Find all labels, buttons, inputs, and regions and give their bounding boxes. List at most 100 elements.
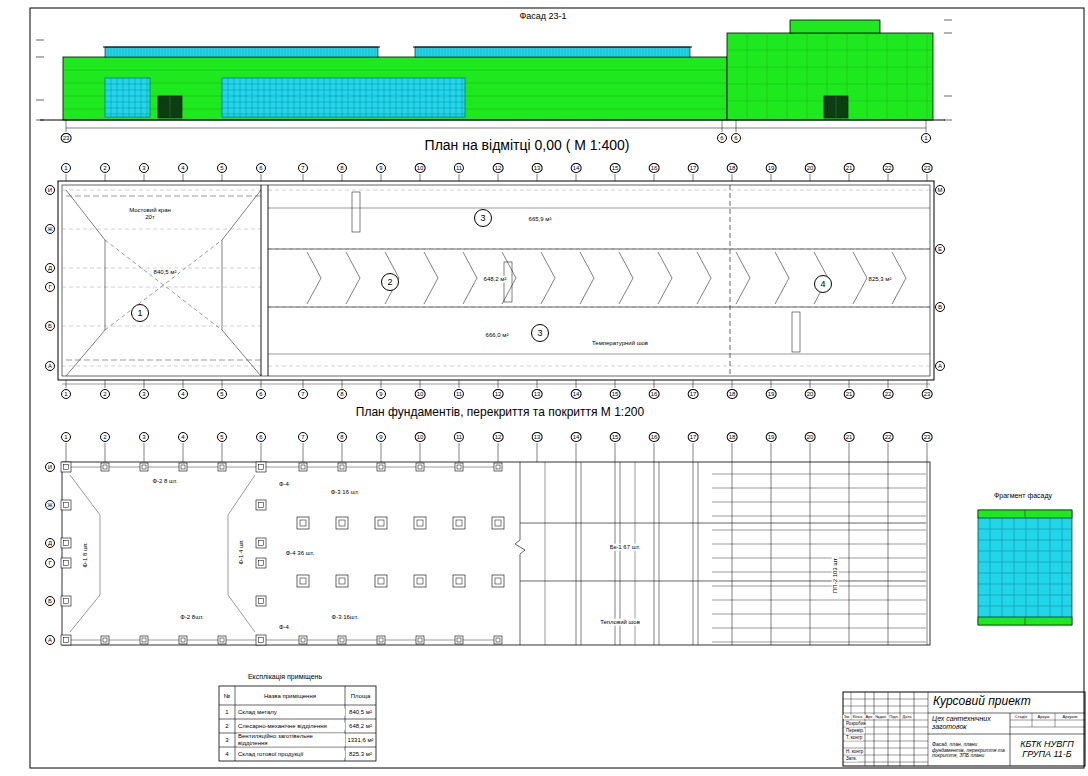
axis-line [576, 443, 577, 462]
foundation [256, 635, 266, 645]
axis-bubble: 23 [922, 389, 933, 399]
outer-wall [58, 181, 934, 380]
title-block-rule [928, 734, 1085, 735]
axis-line [927, 443, 928, 462]
slab-joint [927, 462, 928, 645]
axis-bubble: 8 [337, 163, 347, 173]
axis-bubble: 22 [883, 163, 894, 173]
lantern-mullion [544, 48, 545, 56]
axis-line [849, 174, 850, 181]
table-cell: 1331,6 м² [346, 737, 374, 744]
lantern-mullion [210, 48, 211, 56]
axis-bubble: 4 [178, 163, 188, 173]
lantern-mullion [667, 48, 668, 56]
lantern-mullion [646, 48, 647, 56]
axis-line [888, 174, 889, 181]
lantern-mullion [547, 48, 548, 56]
wall [268, 185, 269, 376]
title-block-rule [843, 699, 928, 700]
slab-mark: Бк-1 67 шт. [609, 544, 641, 551]
lantern-mullion [526, 48, 527, 56]
lantern-mullion [162, 48, 163, 56]
lantern-mullion [628, 48, 629, 56]
column [220, 638, 224, 642]
gate-leaf [170, 96, 171, 118]
lantern-mullion [246, 48, 247, 56]
window-transom [222, 96, 465, 97]
axis-line [771, 174, 772, 181]
lantern-mullion [369, 48, 370, 56]
level-mark [36, 120, 44, 121]
axis-bubble: 23 [922, 432, 933, 442]
lantern-roof [103, 46, 380, 47]
lantern-mullion [568, 48, 569, 56]
title-block-rule [1032, 713, 1033, 727]
axis-bubble: 23 [61, 133, 72, 143]
lantern-mullion [475, 48, 476, 56]
axis-line [261, 174, 262, 181]
axis-bubble: 12 [493, 432, 504, 442]
crane-track [66, 360, 261, 361]
lantern-mullion [535, 48, 536, 56]
lantern-mullion [309, 48, 310, 56]
lantern-mullion [138, 48, 139, 56]
lantern-mullion [156, 48, 157, 56]
axis-line [183, 443, 184, 462]
window-transom [105, 84, 150, 85]
axis-bubble: И [45, 462, 55, 472]
lantern-mullion [321, 48, 322, 56]
lantern-mullion [577, 48, 578, 56]
lantern-mullion [204, 48, 205, 56]
slab-joint [712, 488, 926, 489]
lantern-mullion [297, 48, 298, 56]
foundation [492, 575, 504, 587]
axis-bubble: 9 [376, 163, 386, 173]
axis-bubble: 15 [610, 389, 621, 399]
axis-line [381, 443, 382, 462]
lantern-mullion [303, 48, 304, 56]
sheet-frame [30, 8, 1084, 768]
table-cell: Склад готової продукції [237, 751, 345, 758]
column [496, 465, 500, 469]
axis-line [576, 174, 577, 181]
lantern-mullion [171, 48, 172, 56]
skylight-slope [697, 252, 711, 304]
table-frame [219, 686, 376, 761]
slab-joint [712, 600, 926, 601]
dimension-line [62, 384, 930, 385]
lantern-mullion [580, 48, 581, 56]
column [378, 520, 384, 526]
slab-joint [698, 462, 699, 645]
skylight-slope [307, 252, 321, 304]
foundation [256, 596, 266, 606]
axis-bubble: 18 [727, 432, 738, 442]
foundation [101, 463, 109, 471]
lantern-mullion [327, 48, 328, 56]
column [103, 638, 107, 642]
panel-joint [787, 33, 788, 120]
axis-line [183, 174, 184, 181]
skylight-slope [853, 252, 867, 304]
axis-line [144, 443, 145, 462]
window-transom [978, 584, 1072, 585]
beam [520, 581, 926, 582]
lantern-mullion [144, 48, 145, 56]
lantern-mullion [267, 48, 268, 56]
axis-bubble: 9 [376, 389, 386, 399]
lantern-mullion [472, 48, 473, 56]
foundation [101, 636, 109, 644]
title-block-text: Кільк. [852, 714, 865, 718]
foundation-mark: Ф-4 [278, 624, 290, 631]
beam [520, 523, 926, 524]
axis-bubble: 5 [217, 163, 227, 173]
axis-line [736, 120, 737, 132]
title-block-text: Підп. [888, 714, 899, 718]
wall [261, 185, 262, 376]
foundation-beam [70, 475, 100, 632]
table-header: № [223, 692, 231, 699]
axis-line [537, 443, 538, 462]
title-block-text: Н. контр [845, 750, 864, 755]
lantern-mullion [634, 48, 635, 56]
slab-joint [712, 614, 926, 615]
lantern-mullion [285, 48, 286, 56]
